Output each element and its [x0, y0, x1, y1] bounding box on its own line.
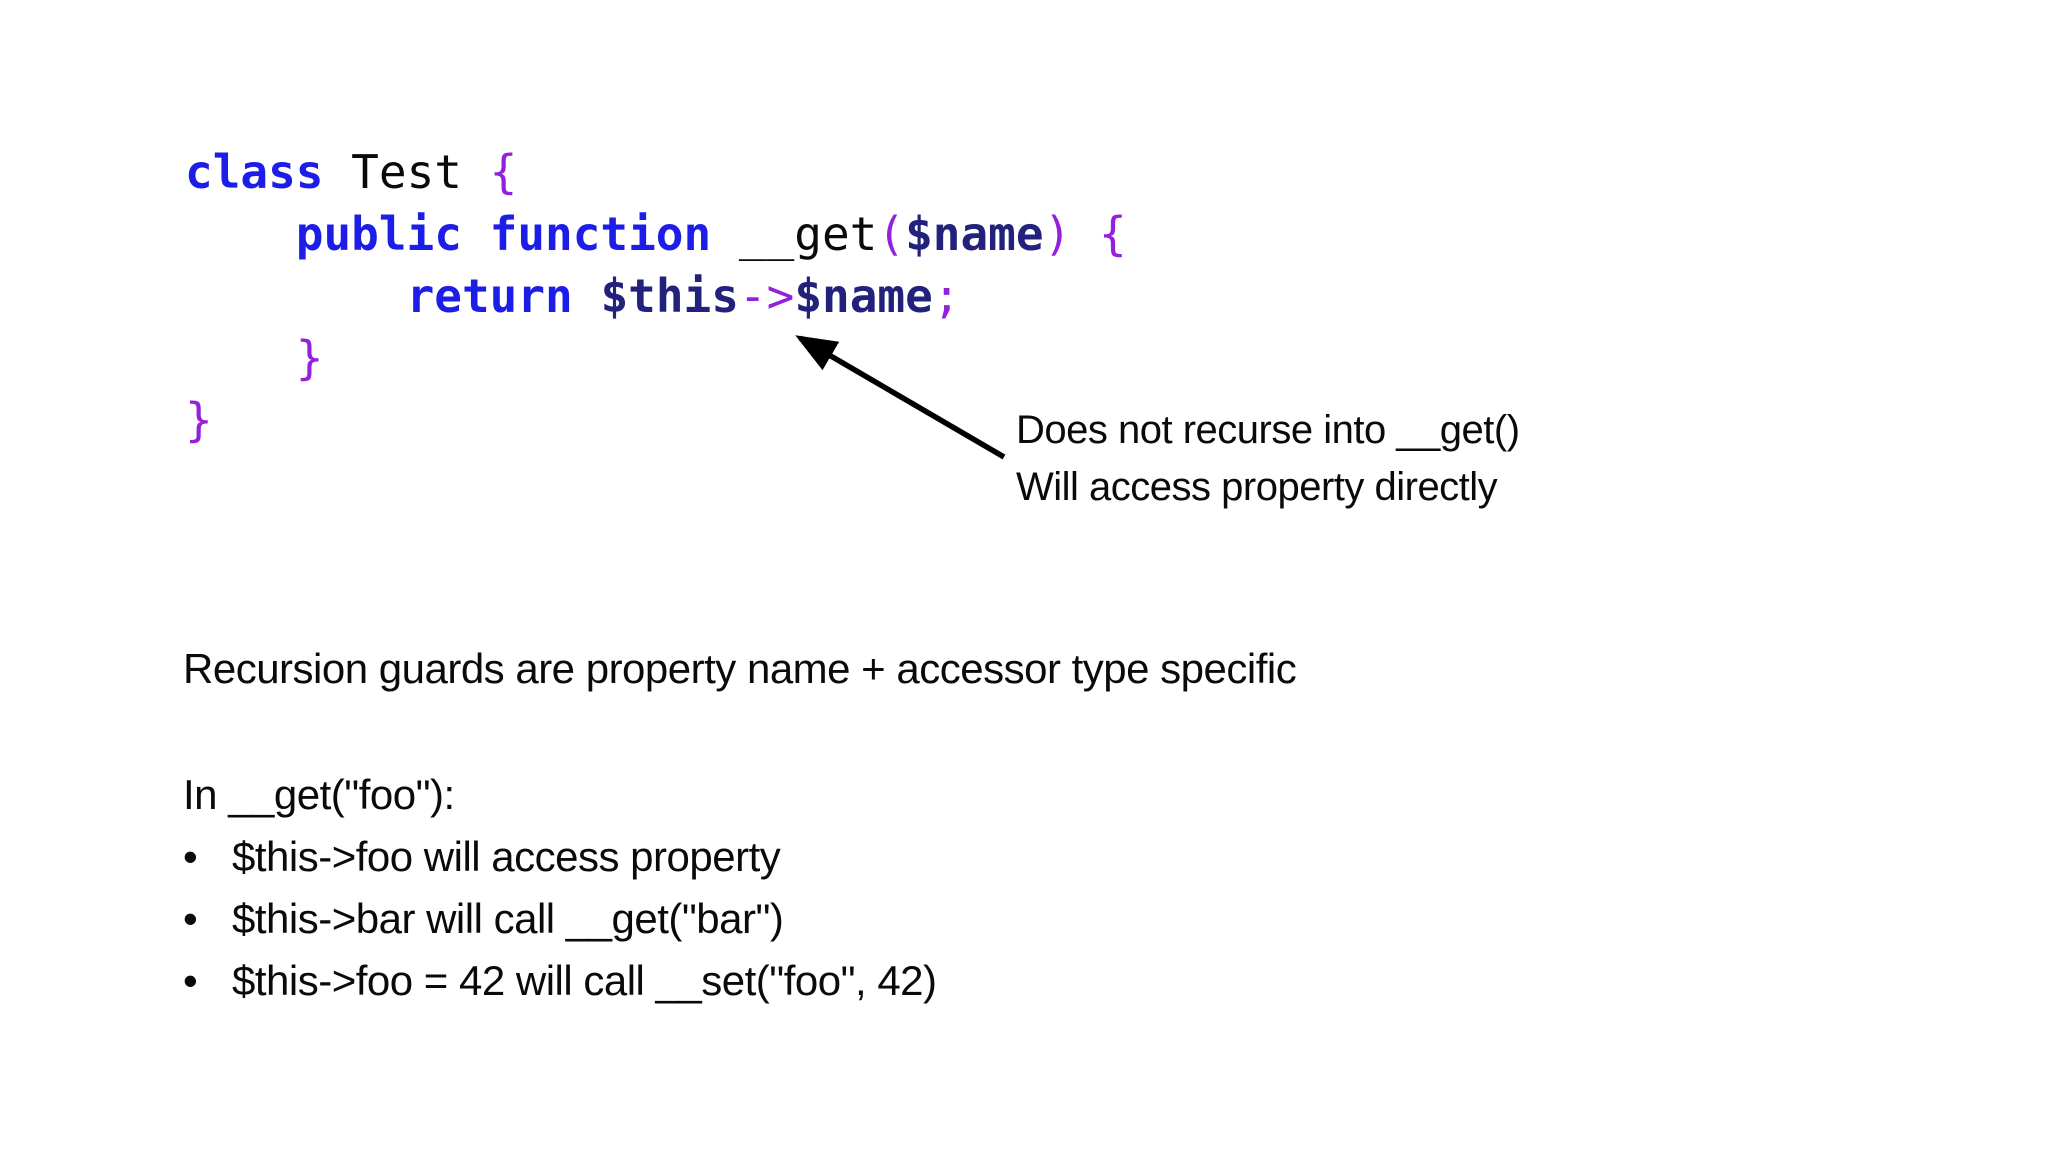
- list-header: In __get("foo"):: [183, 771, 455, 818]
- code-token-punct: ;: [932, 269, 961, 323]
- code-token-variable: $name: [794, 269, 933, 323]
- code-token-punct: (: [877, 207, 906, 261]
- code-token-plain: Test: [323, 145, 490, 199]
- annotation-text: Does not recurse into __get() Will acces…: [1016, 402, 1520, 516]
- code-line: return $this->$name;: [185, 265, 1127, 327]
- code-line: class Test {: [185, 141, 1127, 203]
- bullet-icon: •: [183, 957, 198, 1004]
- code-token-plain: [185, 269, 407, 323]
- code-token-keyword: return: [406, 269, 573, 323]
- list-item-text: $this->foo will access property: [232, 833, 781, 880]
- code-line: }: [185, 389, 1127, 451]
- statement-text: Recursion guards are property name + acc…: [183, 645, 1297, 692]
- code-token-variable: $name: [905, 207, 1044, 261]
- list-item: • $this->foo will access property: [183, 826, 937, 888]
- annotation-line-2: Will access property directly: [1016, 465, 1498, 509]
- list-item: • $this->foo = 42 will call __set("foo", …: [183, 950, 937, 1012]
- code-token-plain: __get: [711, 207, 878, 261]
- code-token-punct: }: [185, 393, 213, 447]
- code-token-punct: ) {: [1043, 207, 1127, 261]
- bullet-list: In __get("foo"): • $this->foo will access…: [183, 764, 937, 1012]
- code-token-punct: }: [295, 331, 324, 385]
- annotation-line-1: Does not recurse into __get(): [1016, 408, 1520, 452]
- list-item-text: $this->foo = 42 will call __set("foo", 4…: [232, 957, 937, 1004]
- code-token-plain: [185, 207, 296, 261]
- bullet-icon: •: [183, 895, 198, 942]
- code-token-plain: [573, 269, 601, 323]
- bullet-icon: •: [183, 833, 198, 880]
- code-token-variable: $this: [600, 269, 739, 323]
- list-item: • $this->bar will call __get("bar"): [183, 888, 937, 950]
- code-token-punct: ->: [738, 269, 795, 323]
- list-item-text: $this->bar will call __get("bar"): [232, 895, 784, 942]
- code-line: public function __get($name) {: [185, 203, 1127, 265]
- code-block: class Test { public function __get($name…: [185, 141, 1127, 451]
- code-token-punct: {: [489, 145, 518, 199]
- code-line: }: [185, 327, 1127, 389]
- code-token-keyword: public function: [295, 207, 712, 261]
- code-token-plain: [185, 331, 296, 385]
- code-token-keyword: class: [185, 145, 324, 199]
